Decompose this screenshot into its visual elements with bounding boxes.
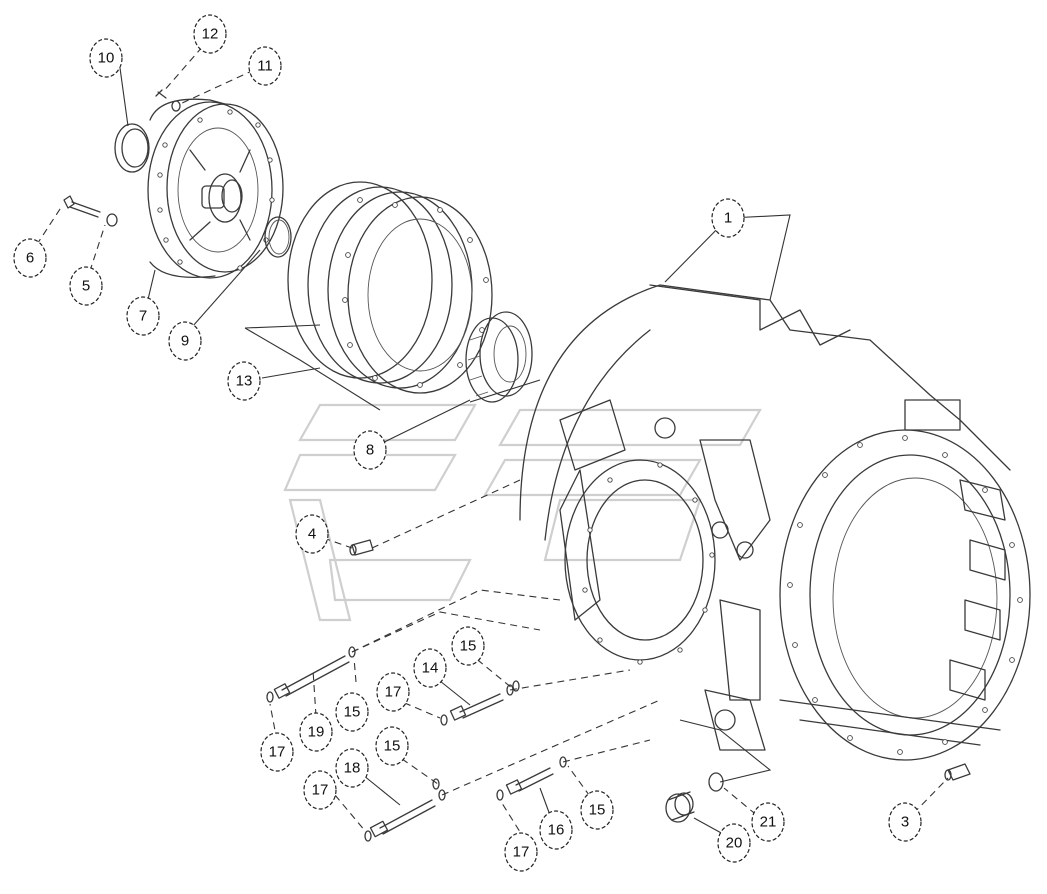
dowel-pin-4: [349, 539, 374, 556]
callout-7: 7: [126, 296, 160, 336]
bolt-part: [63, 195, 118, 227]
callout-8: 8: [353, 430, 387, 470]
callout-label: 17: [385, 684, 402, 701]
roller-bearing-part: [465, 311, 533, 403]
callout-17: 17: [504, 832, 538, 872]
callout-15: 15: [580, 790, 614, 830]
callout-label: 17: [269, 744, 286, 761]
callout-17: 17: [376, 672, 410, 712]
callout-18: 18: [335, 748, 369, 788]
callout-label: 5: [82, 278, 90, 295]
callout-19: 19: [299, 712, 333, 752]
flange-cover-part: [147, 98, 284, 279]
callout-label: 7: [139, 308, 147, 325]
fitting-18: [369, 789, 446, 838]
callout-20: 20: [717, 823, 751, 863]
fitting-14: [449, 684, 514, 721]
callout-label: 6: [26, 250, 34, 267]
callout-label: 15: [384, 738, 401, 755]
callout-label: 12: [202, 26, 219, 43]
callout-14: 14: [413, 648, 447, 688]
callout-1: 1: [711, 198, 745, 238]
disc-bolt-holes: [342, 197, 489, 388]
callout-9: 9: [168, 321, 202, 361]
fitting-19: [273, 646, 356, 699]
callout-label: 18: [344, 760, 361, 777]
callout-label: 21: [760, 814, 777, 831]
flange-bolt-holes: [157, 109, 275, 271]
callout-3: 3: [888, 802, 922, 842]
drain-plug-part: [665, 772, 724, 823]
callout-label: 17: [513, 844, 530, 861]
callout-label: 4: [308, 526, 316, 543]
callout-11: 11: [248, 46, 282, 86]
callout-6: 6: [13, 238, 47, 278]
callout-label: 16: [548, 822, 565, 839]
seal-ring-part: [114, 123, 150, 173]
friction-disc-pack: [287, 181, 493, 394]
callout-label: 3: [901, 814, 909, 831]
callout-label: 15: [589, 802, 606, 819]
callout-4: 4: [295, 514, 329, 554]
callout-5: 5: [69, 266, 103, 306]
callout-15: 15: [451, 626, 485, 666]
o-ring-part: [264, 216, 292, 258]
dowel-pin-3: [944, 763, 971, 781]
o-ring-small: [266, 680, 520, 842]
callout-label: 10: [98, 50, 115, 67]
callout-17: 17: [303, 770, 337, 810]
callout-label: 11: [257, 58, 273, 75]
callout-15: 15: [335, 692, 369, 732]
callout-16: 16: [539, 810, 573, 850]
callout-17: 17: [260, 732, 294, 772]
callout-label: 15: [344, 704, 361, 721]
callout-13: 13: [227, 361, 261, 401]
callout-label: 19: [308, 724, 325, 741]
callout-label: 9: [181, 333, 189, 350]
callout-label: 17: [312, 782, 329, 799]
housing-bolt-holes: [582, 435, 1023, 755]
callout-label: 8: [366, 442, 374, 459]
callout-label: 20: [726, 835, 743, 852]
main-housing-part: [519, 284, 1031, 761]
callout-label: 13: [236, 373, 253, 390]
small-screw-part: [155, 89, 181, 112]
callout-label: 14: [422, 660, 439, 677]
callout-10: 10: [89, 38, 123, 78]
callout-12: 12: [193, 14, 227, 54]
leader-lines: [29, 37, 949, 852]
watermark-logo: [283, 403, 762, 622]
callout-15: 15: [375, 726, 409, 766]
fitting-16: [505, 756, 567, 795]
callout-21: 21: [751, 802, 785, 842]
callout-label: 15: [460, 638, 477, 655]
callout-label: 1: [724, 210, 732, 227]
